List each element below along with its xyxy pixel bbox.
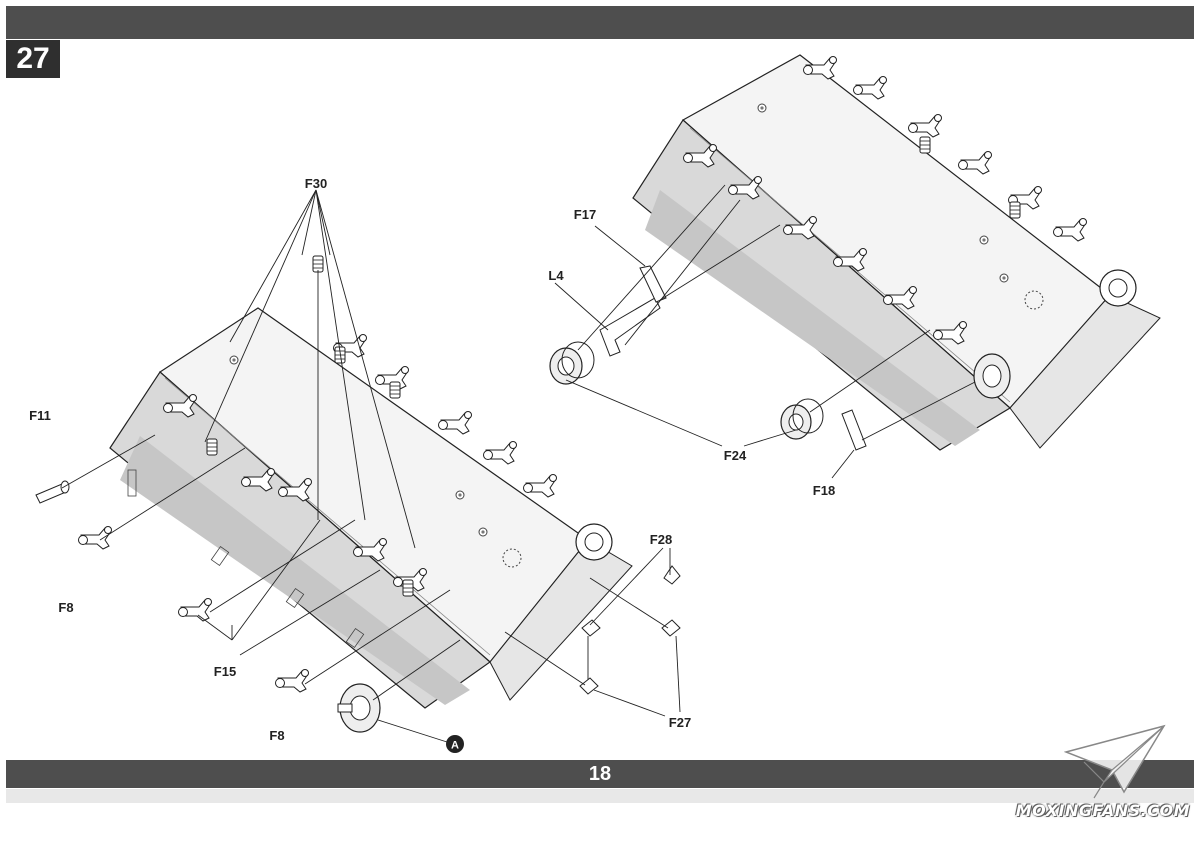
right-leader-lines xyxy=(554,184,976,479)
callout-l4: L4 xyxy=(548,268,564,283)
callout-f8-bottom: F8 xyxy=(269,728,284,743)
part-f24-right xyxy=(780,398,824,440)
callout-f27: F27 xyxy=(669,715,691,730)
callout-f8-top: F8 xyxy=(58,600,73,615)
bottom-strip xyxy=(6,789,1194,803)
callout-f18: F18 xyxy=(813,483,835,498)
callout-f15: F15 xyxy=(214,664,236,679)
page-number: 18 xyxy=(6,760,1194,788)
callout-a: A xyxy=(451,740,459,752)
callout-a-circle xyxy=(446,735,464,753)
callout-f28: F28 xyxy=(650,532,672,547)
part-f24-left xyxy=(549,341,595,385)
part-f11 xyxy=(35,480,70,504)
left-leader-lines xyxy=(61,189,681,743)
callout-f17: F17 xyxy=(574,207,596,222)
top-header-bar xyxy=(6,6,1194,39)
callout-f30: F30 xyxy=(305,176,327,191)
left-hull xyxy=(35,255,681,733)
paper-plane-logo-icon xyxy=(1064,724,1166,799)
step-number: 27 xyxy=(6,40,60,78)
watermark-text: MOXINGFANS.COM xyxy=(1015,801,1190,820)
callout-f24: F24 xyxy=(724,448,747,463)
right-hull xyxy=(549,54,1161,451)
callout-f11: F11 xyxy=(29,408,51,423)
